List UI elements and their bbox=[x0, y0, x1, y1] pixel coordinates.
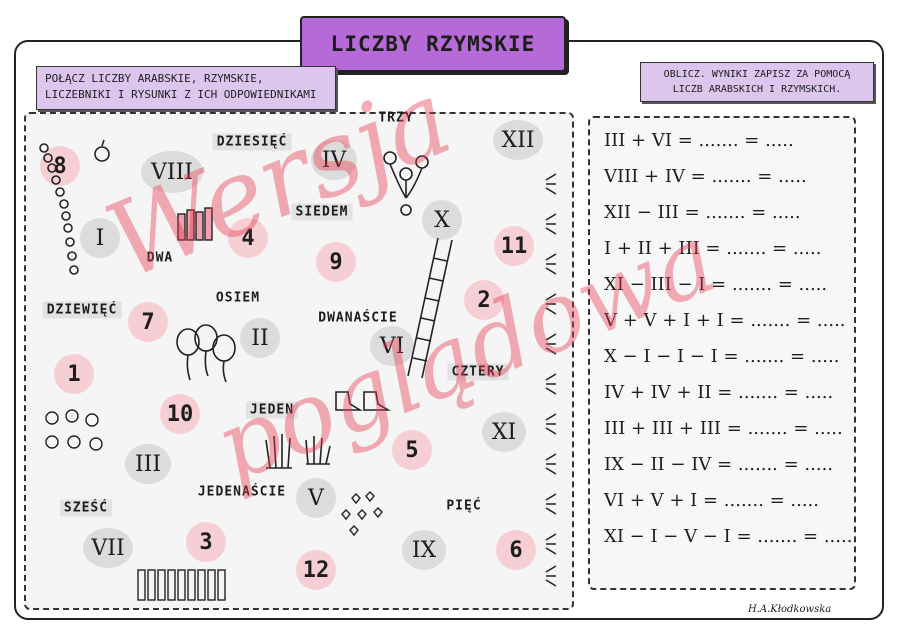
equation-row: IX − II − IV = ....... = ..... bbox=[604, 454, 834, 475]
number-word: SIEDEM bbox=[291, 203, 353, 221]
roman-number: I bbox=[80, 218, 120, 258]
number-word: JEDENAŚCIE bbox=[197, 484, 287, 500]
number-word: DWANAŚCIE bbox=[318, 310, 398, 326]
equation-row: XI − I − V − I = ....... = ..... bbox=[604, 526, 853, 547]
candies-drawing bbox=[45, 409, 103, 451]
instruction-left: Połącz liczby arabskie, rzymskie, liczeb… bbox=[36, 66, 336, 110]
roman-number: III bbox=[125, 444, 171, 484]
equation-row: V + V + I + I = ....... = ..... bbox=[604, 310, 846, 331]
equation-row: III + III + III = ....... = ..... bbox=[604, 418, 843, 439]
arabic-number: 8 bbox=[40, 146, 80, 186]
equation-row: XII − III = ....... = ..... bbox=[604, 202, 801, 223]
roman-number: II bbox=[240, 318, 280, 358]
number-word: SZEŚĆ bbox=[59, 499, 113, 517]
roman-number: VII bbox=[83, 528, 133, 568]
apple-icon bbox=[94, 139, 110, 162]
arabic-number: 10 bbox=[160, 394, 200, 434]
flowers-drawing bbox=[383, 151, 429, 216]
signature: H.A.Kłodkowska bbox=[748, 604, 832, 615]
equation-row: III + VI = ....... = ..... bbox=[604, 130, 794, 151]
arabic-number: 9 bbox=[316, 242, 356, 282]
roman-number: XII bbox=[493, 120, 543, 160]
candles-drawing bbox=[177, 207, 213, 241]
number-word: OSIEM bbox=[215, 290, 261, 306]
number-word: DWA bbox=[146, 250, 174, 266]
equation-row: VIII + IV = ....... = ..... bbox=[604, 166, 807, 187]
arabic-number: 6 bbox=[496, 530, 536, 570]
roman-number: VI bbox=[370, 326, 414, 366]
birthday-candles-drawing bbox=[137, 569, 226, 601]
arabic-number: 5 bbox=[392, 430, 432, 470]
hearts-drawing bbox=[341, 491, 383, 537]
arabic-number: 3 bbox=[186, 522, 226, 562]
beads-drawing bbox=[39, 143, 79, 275]
instruction-right: Oblicz. Wyniki zapisz za pomocą liczb ar… bbox=[640, 62, 874, 102]
arabic-number: 11 bbox=[494, 226, 534, 266]
matching-panel bbox=[24, 112, 574, 610]
arabic-number: 12 bbox=[296, 550, 336, 590]
ladder-drawing bbox=[407, 237, 453, 379]
equation-row: IV + IV + II = ....... = ..... bbox=[604, 382, 834, 403]
roman-number: IV bbox=[311, 140, 357, 180]
hands-drawing bbox=[265, 434, 331, 469]
roman-number: IX bbox=[402, 530, 446, 570]
number-word: JEDEN bbox=[245, 401, 299, 419]
number-word: TRZY bbox=[378, 110, 414, 126]
roman-number: V bbox=[296, 478, 336, 518]
arabic-number: 4 bbox=[228, 218, 268, 258]
number-word: CZTERY bbox=[447, 363, 509, 381]
shoes-drawing bbox=[335, 391, 391, 411]
roman-number: X bbox=[422, 200, 462, 240]
number-word: DZIESIĘĆ bbox=[212, 133, 292, 151]
equation-row: VI + V + I = ....... = ..... bbox=[604, 490, 819, 511]
equations-panel bbox=[588, 116, 856, 590]
ants-drawing bbox=[545, 173, 557, 587]
roman-number: XI bbox=[482, 412, 526, 452]
equation-row: XI − III − I = ....... = ..... bbox=[604, 274, 828, 295]
equation-row: X − I − I − I = ....... = ..... bbox=[604, 346, 840, 367]
number-word: PIĘĆ bbox=[446, 498, 482, 514]
drawings-layer bbox=[39, 139, 453, 601]
roman-number: VIII bbox=[141, 151, 203, 193]
arabic-number: 1 bbox=[54, 354, 94, 394]
balloons-drawing bbox=[176, 324, 236, 383]
number-word: DZIEWIĘĆ bbox=[42, 301, 122, 319]
page-title: LICZBY RZYMSKIE bbox=[300, 16, 566, 72]
arabic-number: 7 bbox=[128, 302, 168, 342]
arabic-number: 2 bbox=[464, 280, 504, 320]
equation-row: I + II + III = ....... = ..... bbox=[604, 238, 822, 259]
